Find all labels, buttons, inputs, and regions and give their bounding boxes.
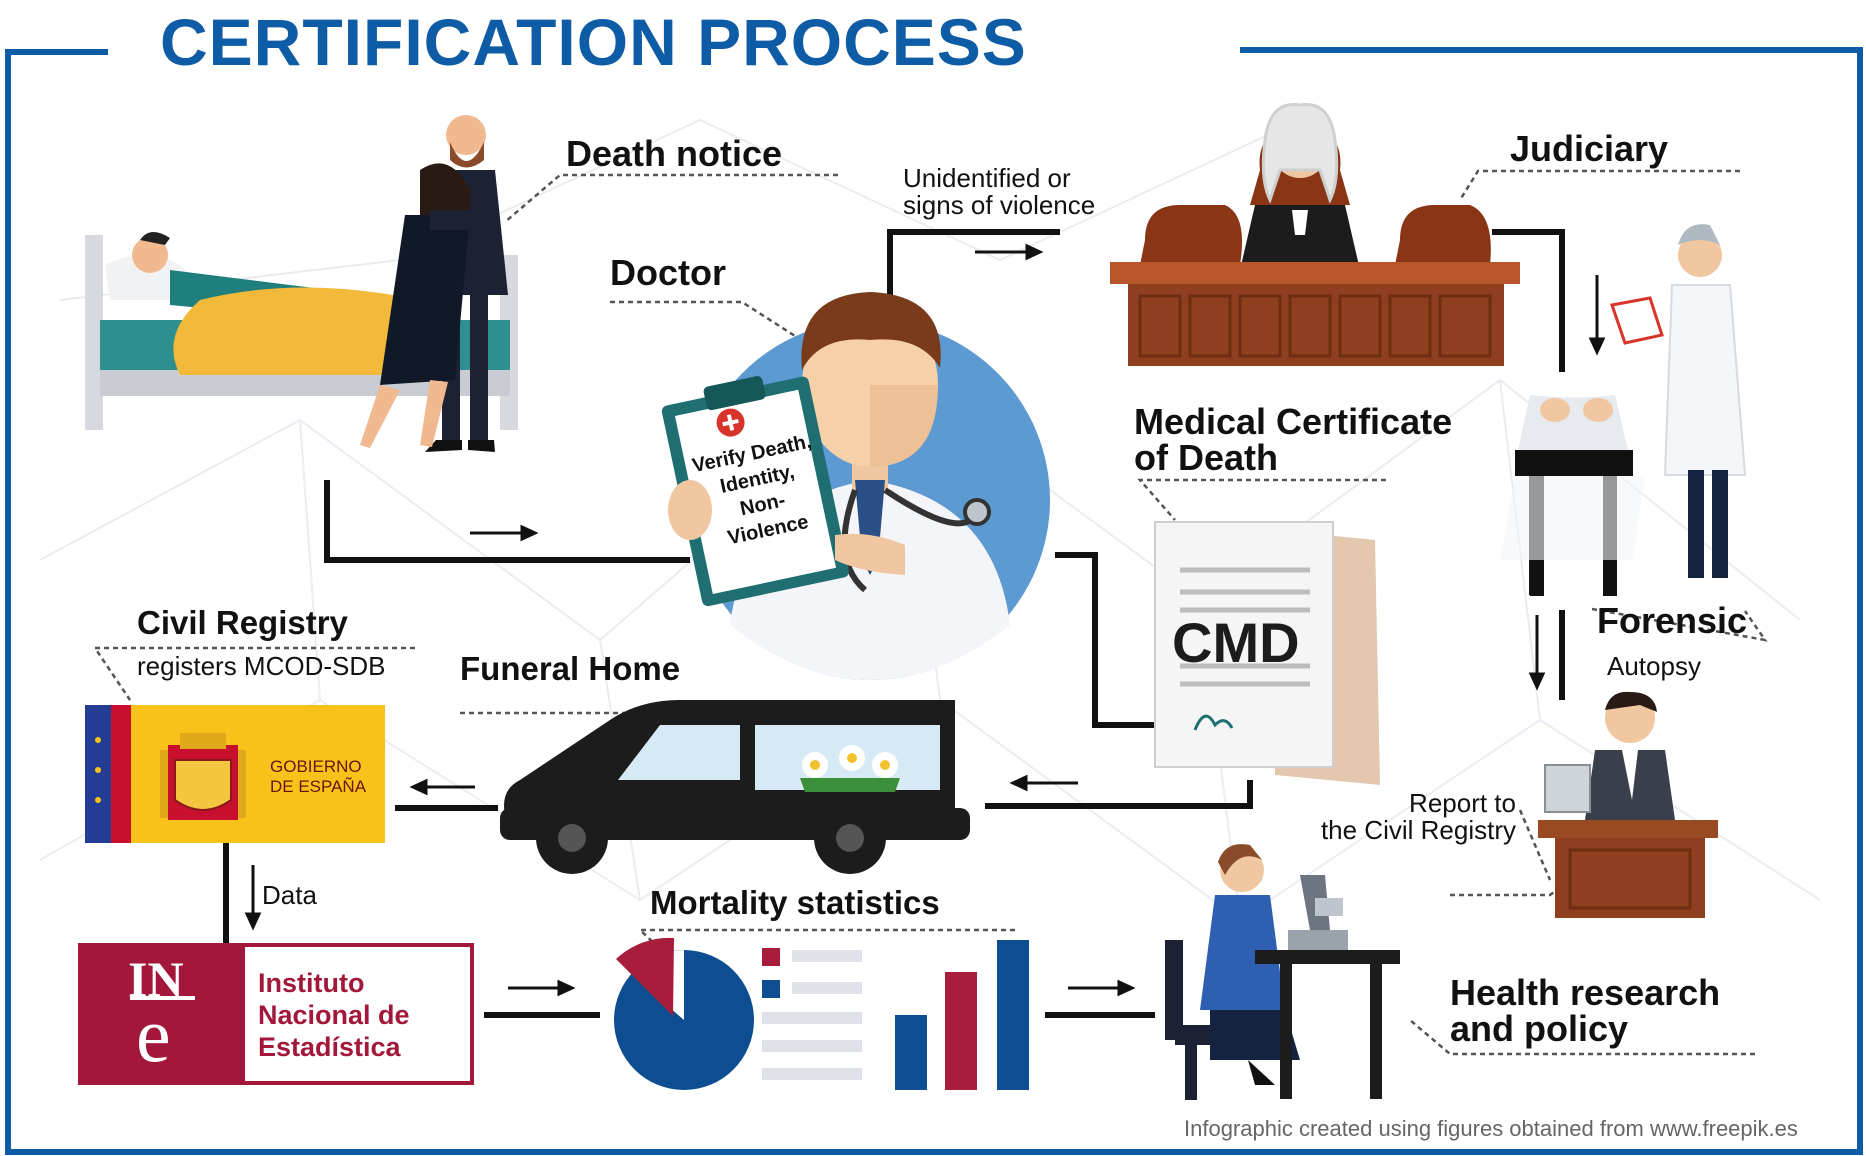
credit-text: Infographic created using figures obtain… xyxy=(1184,1116,1798,1141)
doctor-label: Doctor xyxy=(610,252,726,293)
pie-chart-icon xyxy=(614,937,862,1090)
unidentified-label-line2: signs of violence xyxy=(903,190,1096,220)
hearse-icon xyxy=(500,700,970,874)
report-label-line1: Report to xyxy=(1409,788,1516,818)
arrow-left-icon xyxy=(409,778,475,796)
mcd-label-line2: of Death xyxy=(1134,437,1278,478)
clipboard-icon xyxy=(661,376,849,607)
forensic-doctor-icon xyxy=(1610,224,1747,578)
arrow-right-icon xyxy=(508,979,576,997)
gobierno-line1: GOBIERNO xyxy=(270,757,362,776)
spain-government-logo-icon xyxy=(85,705,385,843)
mourning-couple-icon xyxy=(360,115,508,452)
judiciary-label: Judiciary xyxy=(1510,128,1669,169)
clerk-desk-icon xyxy=(1538,691,1718,918)
report-label-line2: the Civil Registry xyxy=(1320,815,1516,845)
page-title: CERTIFICATION PROCESS xyxy=(152,4,1035,80)
ine-logo-icon xyxy=(78,943,474,1085)
registers-label: registers MCOD-SDB xyxy=(137,651,386,681)
arrow-down-icon xyxy=(1588,275,1606,356)
gobierno-line2: DE ESPAÑA xyxy=(270,777,367,796)
mortality-statistics-label: Mortality statistics xyxy=(650,884,940,921)
ine-line2: Nacional de xyxy=(258,1000,410,1030)
certificate-document-icon xyxy=(1154,521,1380,785)
flow-lines xyxy=(223,229,1565,1018)
unidentified-label-line1: Unidentified or xyxy=(903,163,1071,193)
frame-border xyxy=(5,47,1863,1155)
ine-logo-top: IN xyxy=(128,951,184,1007)
ine-line1: Instituto xyxy=(258,968,365,998)
health-label-line1: Health research xyxy=(1450,972,1721,1013)
arrow-right-icon xyxy=(975,243,1044,261)
forensic-label: Forensic xyxy=(1597,600,1748,641)
civil-registry-label: Civil Registry xyxy=(137,604,348,641)
cmd-label: CMD xyxy=(1172,611,1300,674)
arrow-right-icon xyxy=(470,524,539,542)
data-label: Data xyxy=(262,880,317,910)
bar-chart-icon xyxy=(895,940,1029,1090)
mcd-label-line1: Medical Certificate xyxy=(1134,401,1453,442)
ine-logo-bottom: e xyxy=(136,991,171,1078)
autopsy-table-icon xyxy=(1500,395,1645,596)
arrow-down-icon xyxy=(244,865,262,931)
doctor-hand-icon xyxy=(668,480,905,575)
arrow-left-icon xyxy=(1009,774,1078,792)
arrow-down-icon xyxy=(1528,615,1546,691)
arrow-right-icon xyxy=(1068,979,1136,997)
autopsy-label: Autopsy xyxy=(1607,651,1701,681)
ine-line3: Estadística xyxy=(258,1032,401,1062)
flow-arrows xyxy=(244,243,1606,997)
health-label-line2: and policy xyxy=(1450,1008,1629,1049)
death-notice-label: Death notice xyxy=(566,133,783,174)
researcher-microscope-icon xyxy=(1165,844,1400,1100)
judge-icon xyxy=(1110,102,1520,366)
funeral-home-label: Funeral Home xyxy=(460,650,681,687)
